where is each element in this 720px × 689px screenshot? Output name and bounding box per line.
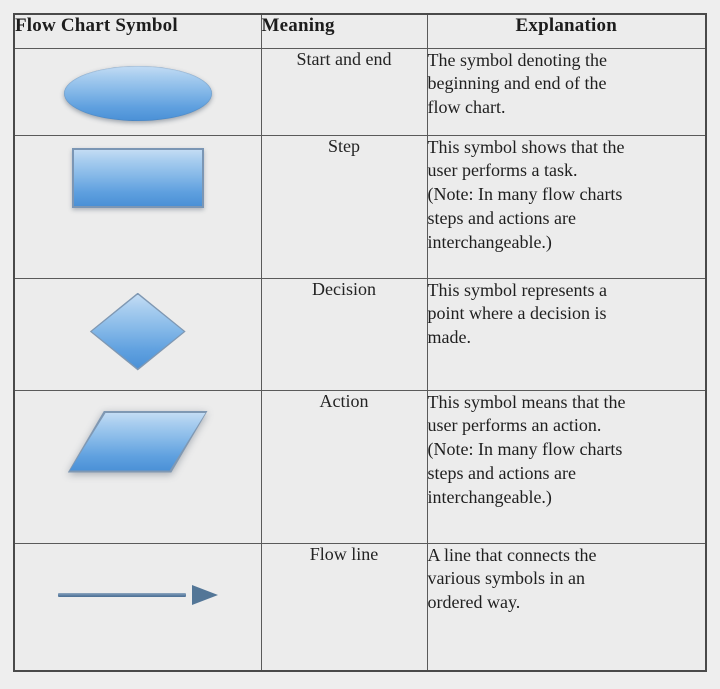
symbol-cell-start-end [13,47,262,136]
table-row: Flow line A line that connects the vario… [13,542,707,672]
explanation-line: This symbol means that the [427,391,626,412]
rectangle-shape [71,147,204,208]
column-header-meaning: Meaning [260,13,428,49]
column-header-symbol: Flow Chart Symbol [13,13,262,49]
ellipse-shape-wrapper [15,65,261,121]
explanation-cell-step: This symbol shows that the user performs… [426,134,707,279]
parallelogram-shape-wrapper [15,410,261,473]
explanation-line: user performs an action. [427,415,602,436]
explanation-cell-decision: This symbol represents a point where a d… [426,277,707,391]
explanation-line: (Note: In many flow charts [427,184,623,204]
symbol-cell-flow-line [13,542,262,672]
explanation-line: The symbol denoting the [427,49,607,70]
diamond-fill [91,294,184,369]
explanation-line: user performs a task. [427,160,578,181]
arrow-shape-wrapper [15,584,261,606]
meaning-cell-action: Action [260,389,428,544]
table-row: Step This symbol shows that the user per… [13,134,707,279]
table-row: Start and end The symbol denoting the be… [13,47,707,136]
meaning-cell-start-end: Start and end [260,47,428,136]
diamond-shape-wrapper [15,292,261,371]
table-header-row: Flow Chart Symbol Meaning Explanation [13,13,707,49]
explanation-line: beginning and end of the [427,73,607,94]
explanation-line: ordered way. [427,592,521,612]
arrow-shape [57,584,218,606]
ellipse-shape [63,65,212,121]
parallelogram-fill [69,412,206,471]
symbol-cell-step [13,134,262,279]
explanation-line: This symbol represents a [427,279,607,300]
symbol-cell-action [13,389,262,544]
meaning-cell-flow-line: Flow line [260,542,428,672]
explanation-line: (Note: In many flow charts [427,439,623,459]
explanation-cell-action: This symbol means that the user performs… [426,389,707,544]
explanation-line: flow chart. [427,97,506,117]
meaning-cell-decision: Decision [260,277,428,391]
explanation-line: interchangeable.) [427,486,552,507]
explanation-cell-flow-line: A line that connects the various symbols… [426,542,707,672]
explanation-line: A line that connects the [427,544,597,565]
meaning-cell-step: Step [260,134,428,279]
explanation-line: various symbols in an [427,568,586,589]
explanation-line: interchangeable.) [427,231,552,252]
explanation-line: steps and actions are [427,462,576,483]
explanation-line: This symbol shows that the [427,136,625,157]
parallelogram-shape [67,410,208,473]
column-header-explanation: Explanation [426,13,707,49]
symbol-cell-decision [13,277,262,391]
table-row: Decision This symbol represents a point … [13,277,707,391]
arrow-line [57,592,186,597]
explanation-line: steps and actions are [427,207,576,228]
explanation-line: point where a decision is [427,303,607,324]
diamond-shadow-layer [89,292,186,371]
rectangle-shape-wrapper [15,147,261,208]
arrow-head-icon [191,584,218,605]
flow-chart-symbol-table: Flow Chart Symbol Meaning Explanation St… [13,13,707,672]
table-row: Action This symbol means that the user p… [13,389,707,544]
explanation-cell-start-end: The symbol denoting the beginning and en… [426,47,707,136]
diamond-shape [89,292,186,371]
explanation-line: made. [427,327,471,347]
